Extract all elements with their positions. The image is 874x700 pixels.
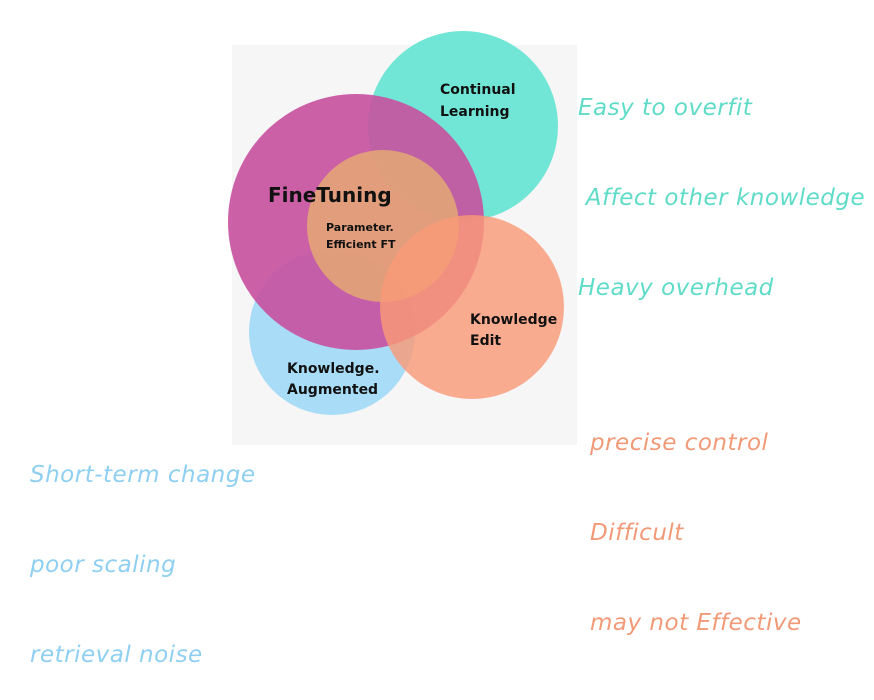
label-knowledge-augmented-line2: Augmented bbox=[287, 382, 378, 398]
note-knowledge-augmented: Short-term change poor scaling retrieval… bbox=[30, 400, 256, 700]
note-line: Affect other knowledge bbox=[578, 185, 866, 211]
label-peft-line1: Parameter. bbox=[326, 221, 394, 234]
label-finetuning: FineTuning bbox=[268, 183, 392, 207]
label-peft-line2: Efficient FT bbox=[326, 238, 396, 251]
note-line: may not Effective bbox=[590, 610, 802, 636]
note-line: Short-term change bbox=[30, 462, 256, 488]
circle-knowledge-edit bbox=[380, 215, 564, 399]
note-line: retrieval noise bbox=[30, 642, 203, 668]
note-line: poor scaling bbox=[30, 552, 177, 578]
note-knowledge-edit: precise control Difficult may not Effect… bbox=[590, 368, 802, 668]
note-line: precise control bbox=[590, 430, 769, 456]
label-continual-line1: Continual bbox=[440, 82, 516, 98]
label-knowledge-augmented-line1: Knowledge. bbox=[287, 361, 380, 377]
label-knowledge-edit-line1: Knowledge bbox=[470, 312, 557, 328]
note-line: Easy to overfit bbox=[578, 95, 753, 121]
label-knowledge-edit-line2: Edit bbox=[470, 333, 501, 349]
label-continual-line2: Learning bbox=[440, 104, 510, 120]
note-continual-learning: Easy to overfit Affect other knowledge H… bbox=[578, 33, 865, 333]
venn-diagram: Continual Learning FineTuning Parameter.… bbox=[228, 31, 564, 415]
note-line: Heavy overhead bbox=[578, 275, 774, 301]
